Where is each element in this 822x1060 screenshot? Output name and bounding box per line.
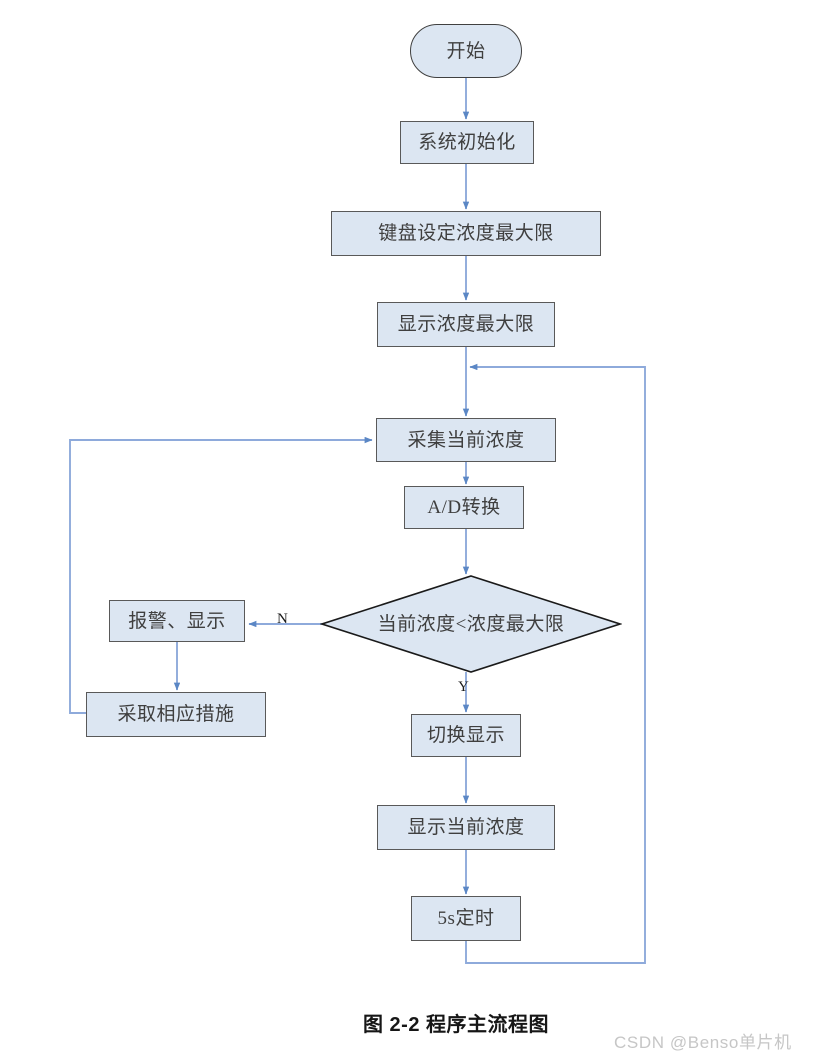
node-timer-5s-label: 5s定时 — [437, 908, 495, 929]
node-decision-shape[interactable] — [320, 574, 622, 674]
edge-label-no: N — [277, 611, 288, 627]
node-start-label: 开始 — [446, 40, 486, 62]
node-ad-conversion[interactable]: A/D转换 — [404, 486, 524, 529]
node-show-max-concentration-label: 显示浓度最大限 — [397, 314, 535, 335]
node-acquire-current-concentration-label: 采集当前浓度 — [407, 429, 525, 451]
node-ad-conversion-label: A/D转换 — [427, 497, 501, 518]
node-alarm-display-label: 报警、显示 — [128, 610, 226, 632]
node-decision-label-wrap: 当前浓度<浓度最大限 — [322, 576, 620, 672]
node-decision-label: 当前浓度<浓度最大限 — [377, 613, 565, 635]
figure-caption: 图 2-2 程序主流程图 — [363, 1014, 550, 1036]
node-switch-display-label: 切换显示 — [426, 725, 505, 746]
node-timer-5s[interactable]: 5s定时 — [411, 896, 521, 941]
connector-measures-to-acquire — [69, 436, 373, 714]
node-show-max-concentration[interactable]: 显示浓度最大限 — [377, 302, 555, 347]
node-start[interactable]: 开始 — [410, 24, 522, 78]
node-take-measures-label: 采取相应措施 — [117, 704, 235, 725]
node-show-current-concentration-label: 显示当前浓度 — [407, 817, 525, 838]
edge-label-yes: Y — [458, 679, 469, 695]
node-system-init-label: 系统初始化 — [418, 132, 516, 153]
watermark-text: CSDN @Benso单片机 — [614, 1033, 792, 1052]
node-switch-display[interactable]: 切换显示 — [411, 714, 521, 757]
node-set-max-concentration[interactable]: 键盘设定浓度最大限 — [331, 211, 601, 256]
node-alarm-display[interactable]: 报警、显示 — [109, 600, 245, 642]
node-take-measures[interactable]: 采取相应措施 — [86, 692, 266, 737]
connector-timer-to-acquire — [465, 363, 646, 964]
node-show-current-concentration[interactable]: 显示当前浓度 — [377, 805, 555, 850]
node-acquire-current-concentration[interactable]: 采集当前浓度 — [376, 418, 556, 462]
node-set-max-concentration-label: 键盘设定浓度最大限 — [378, 223, 554, 244]
node-system-init[interactable]: 系统初始化 — [400, 121, 534, 164]
